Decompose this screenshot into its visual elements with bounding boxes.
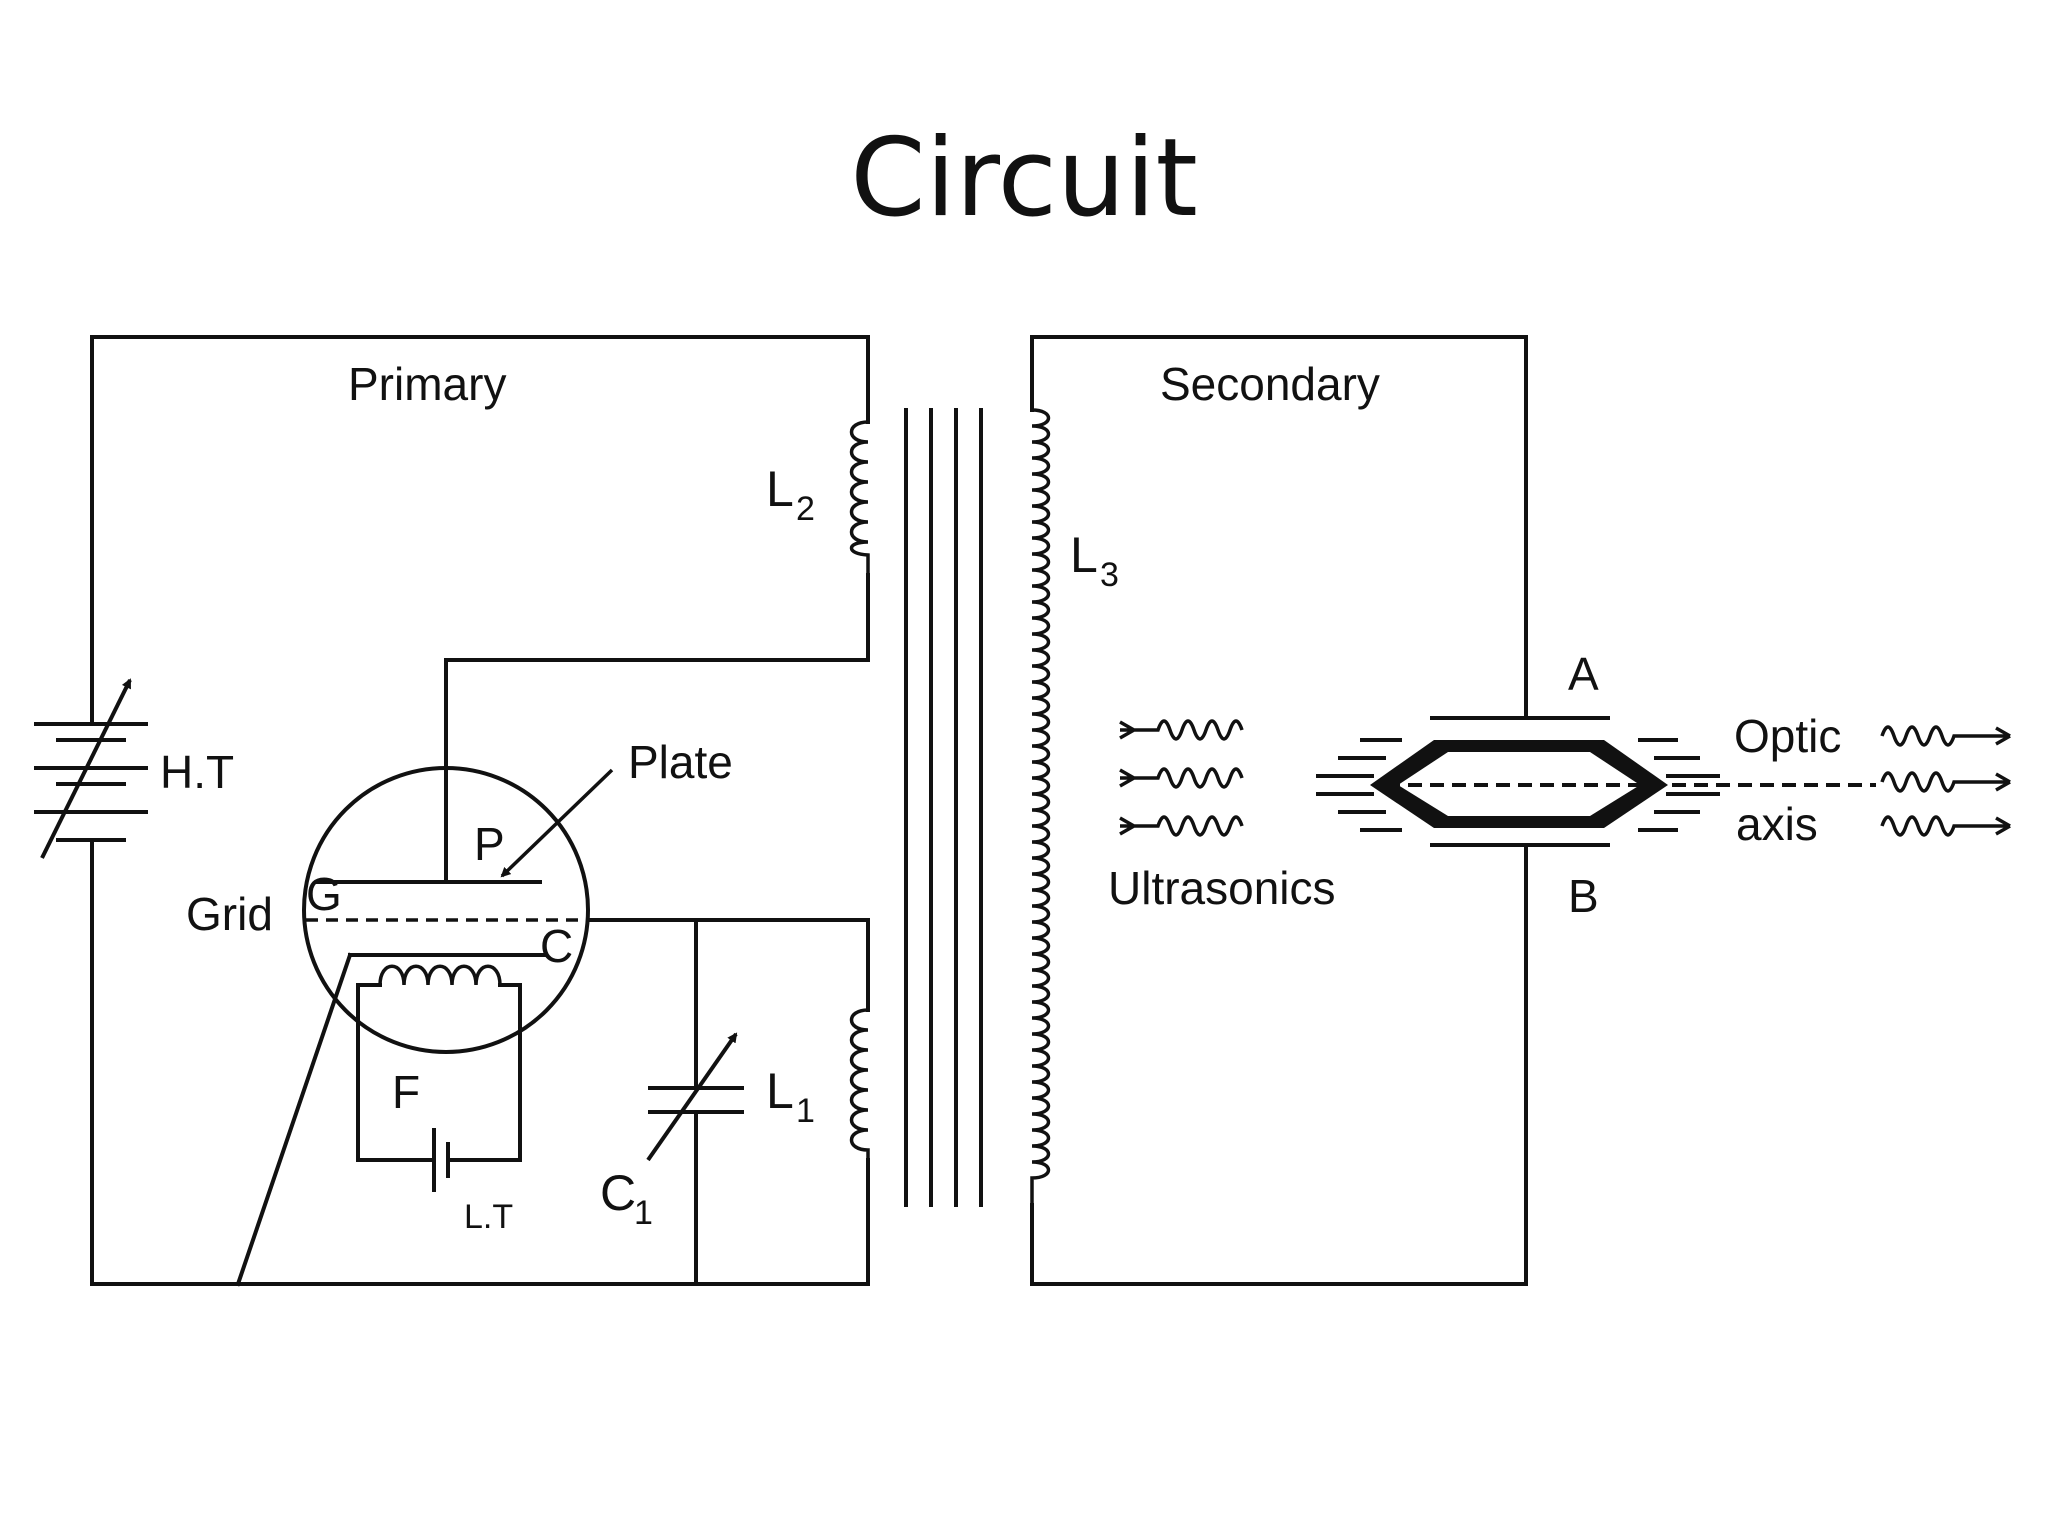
label-ultrasonics: Ultrasonics — [1108, 862, 1336, 914]
primary-top-wire — [90, 335, 870, 692]
label-l3: L — [1070, 527, 1098, 583]
crystal-hatch-right — [1638, 738, 1720, 832]
label-plate: Plate — [628, 736, 733, 788]
label-primary: Primary — [348, 358, 506, 410]
primary-circuit — [90, 335, 870, 1287]
secondary-circuit — [1030, 335, 1528, 1286]
label-c1-sub: 1 — [634, 1194, 653, 1232]
label-c1: C — [600, 1165, 636, 1221]
label-a: A — [1568, 648, 1599, 700]
plate-pointer-arrow — [500, 768, 614, 878]
capacitor-c1 — [646, 1032, 744, 1162]
label-l1: L — [766, 1063, 794, 1119]
coil-l3 — [1030, 408, 1051, 1205]
label-optic: Optic — [1734, 710, 1841, 762]
crystal-hatch-left — [1316, 738, 1402, 832]
label-l2: L — [766, 461, 794, 517]
secondary-bottom-wire — [1030, 843, 1528, 1286]
coil-l2 — [849, 420, 870, 575]
ultrasonic-waves — [1119, 719, 1244, 837]
label-l1-sub: 1 — [796, 1092, 815, 1130]
plate-feed-wire — [444, 573, 870, 882]
optic-waves — [1880, 725, 2011, 837]
transformer-core — [904, 408, 983, 1207]
label-g: G — [306, 868, 342, 920]
label-lt: L.T — [464, 1198, 513, 1236]
label-f: F — [392, 1066, 420, 1118]
label-l3-sub: 3 — [1100, 556, 1119, 594]
primary-left-wire — [90, 838, 870, 1286]
cathode-wire — [588, 918, 870, 1012]
label-p: P — [474, 818, 505, 870]
label-l2-sub: 2 — [796, 490, 815, 528]
grid-return-wire — [235, 952, 353, 1287]
coil-l1 — [849, 1008, 870, 1160]
filament-left-wire — [356, 983, 382, 1162]
slide-title: Circuit — [850, 116, 1198, 241]
label-b: B — [1568, 870, 1599, 922]
crystal-assembly — [1316, 716, 1876, 847]
label-axis: axis — [1736, 798, 1818, 850]
filament-coil — [378, 964, 502, 986]
label-grid: Grid — [186, 888, 273, 940]
filament-right-wire — [498, 983, 522, 1162]
ht-battery-symbol — [34, 678, 148, 859]
secondary-top-wire — [1030, 335, 1528, 720]
label-ht: H.T — [160, 746, 234, 798]
label-secondary: Secondary — [1160, 358, 1380, 410]
vacuum-tube — [302, 766, 614, 1192]
label-c: C — [540, 920, 573, 972]
